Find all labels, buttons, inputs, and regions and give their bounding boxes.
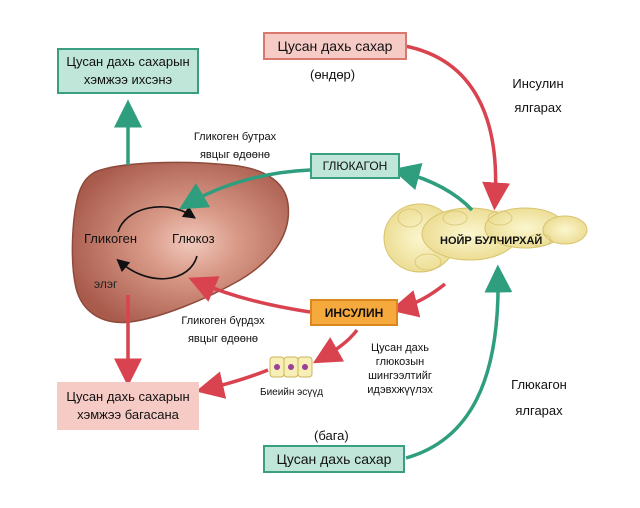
glycogen-label: Гликоген [84,231,138,246]
low-label: (бага) [314,428,349,443]
glycogen-formation-line-2: явцыг өдөөнө [187,333,259,345]
arrow-cells-to-decrease [195,368,269,399]
arrow-insulin-to-liver [188,276,311,314]
blood-sugar-low-text: Цусан дахь сахар [276,451,392,467]
cycle-arrow-top [117,206,196,233]
blood-sugar-high-text: Цусан дахь сахар [277,38,393,54]
body-cells-icon [269,356,313,378]
insulin-released-label: Инсулин ялгарах [498,72,578,120]
arrow-insulin-to-cells [312,328,359,364]
uptake-line-1: Цусан дахь [370,342,430,354]
high-label: (өндөр) [310,67,356,82]
pancreas-shape [383,203,588,273]
arrow-pancreas-to-glucagon [391,162,474,212]
glucagon-text: ГЛЮКАГОН [322,159,388,173]
glucagon-released-line-1: Глюкагон [511,377,567,392]
glucagon-released-label: Глюкагон ялгарах [496,372,582,424]
glycogen-breakdown-label: Гликоген бутрах явцыг өдөөнө [180,128,290,164]
liver-label: элэг [94,277,118,291]
insulin-released-line-2: ялгарах [514,100,562,115]
arrow-pancreas-to-insulin [389,282,447,318]
blood-sugar-increases-box: Цусан дахь сахарын хэмжээ ихсэнэ [57,48,199,94]
arrow-glucagon-to-liver [178,168,311,210]
glycogen-breakdown-line-2: явцыг өдөөнө [199,149,271,161]
uptake-line-3: шингээлтийг [368,370,432,382]
blood-sugar-low-box: Цусан дахь сахар [263,445,405,473]
glucose-uptake-label: Цусан дахь глюкозын шингээлтийг идэвхжүү… [352,341,448,397]
decreases-line-1: Цусан дахь сахарын [66,389,190,404]
increases-line-1: Цусан дахь сахарын [66,54,190,69]
blood-sugar-high-box: Цусан дахь сахар [263,32,407,60]
blood-sugar-decreases-box: Цусан дахь сахарын хэмжээ багасана [57,382,199,430]
insulin-released-line-1: Инсулин [512,76,564,91]
pancreas-label: НОЙР БУЛЧИРХАЙ [440,235,543,247]
cycle-arrow-bottom [116,255,198,280]
uptake-line-2: глюкозын [375,356,425,368]
insulin-box: ИНСУЛИН [310,299,398,326]
arrow-high-to-pancreas [404,44,511,211]
decreases-line-2: хэмжээ багасана [77,407,179,422]
glycogen-formation-label: Гликоген бүрдэх явцыг өдөөнө [168,312,278,348]
arrow-low-to-pancreas [405,264,513,460]
increases-line-2: хэмжээ ихсэнэ [83,72,173,87]
uptake-line-4: идэвхжүүлэх [367,384,433,396]
glycogen-breakdown-line-1: Гликоген бутрах [193,131,277,143]
glycogen-formation-line-1: Гликоген бүрдэх [181,315,265,327]
insulin-text: ИНСУЛИН [324,305,384,320]
body-cells-label: Биеийн эсүүд [260,387,324,398]
glucagon-released-line-2: ялгарах [515,403,563,418]
glucagon-box: ГЛЮКАГОН [310,153,400,179]
glucose-label: Глюкоз [172,231,215,246]
